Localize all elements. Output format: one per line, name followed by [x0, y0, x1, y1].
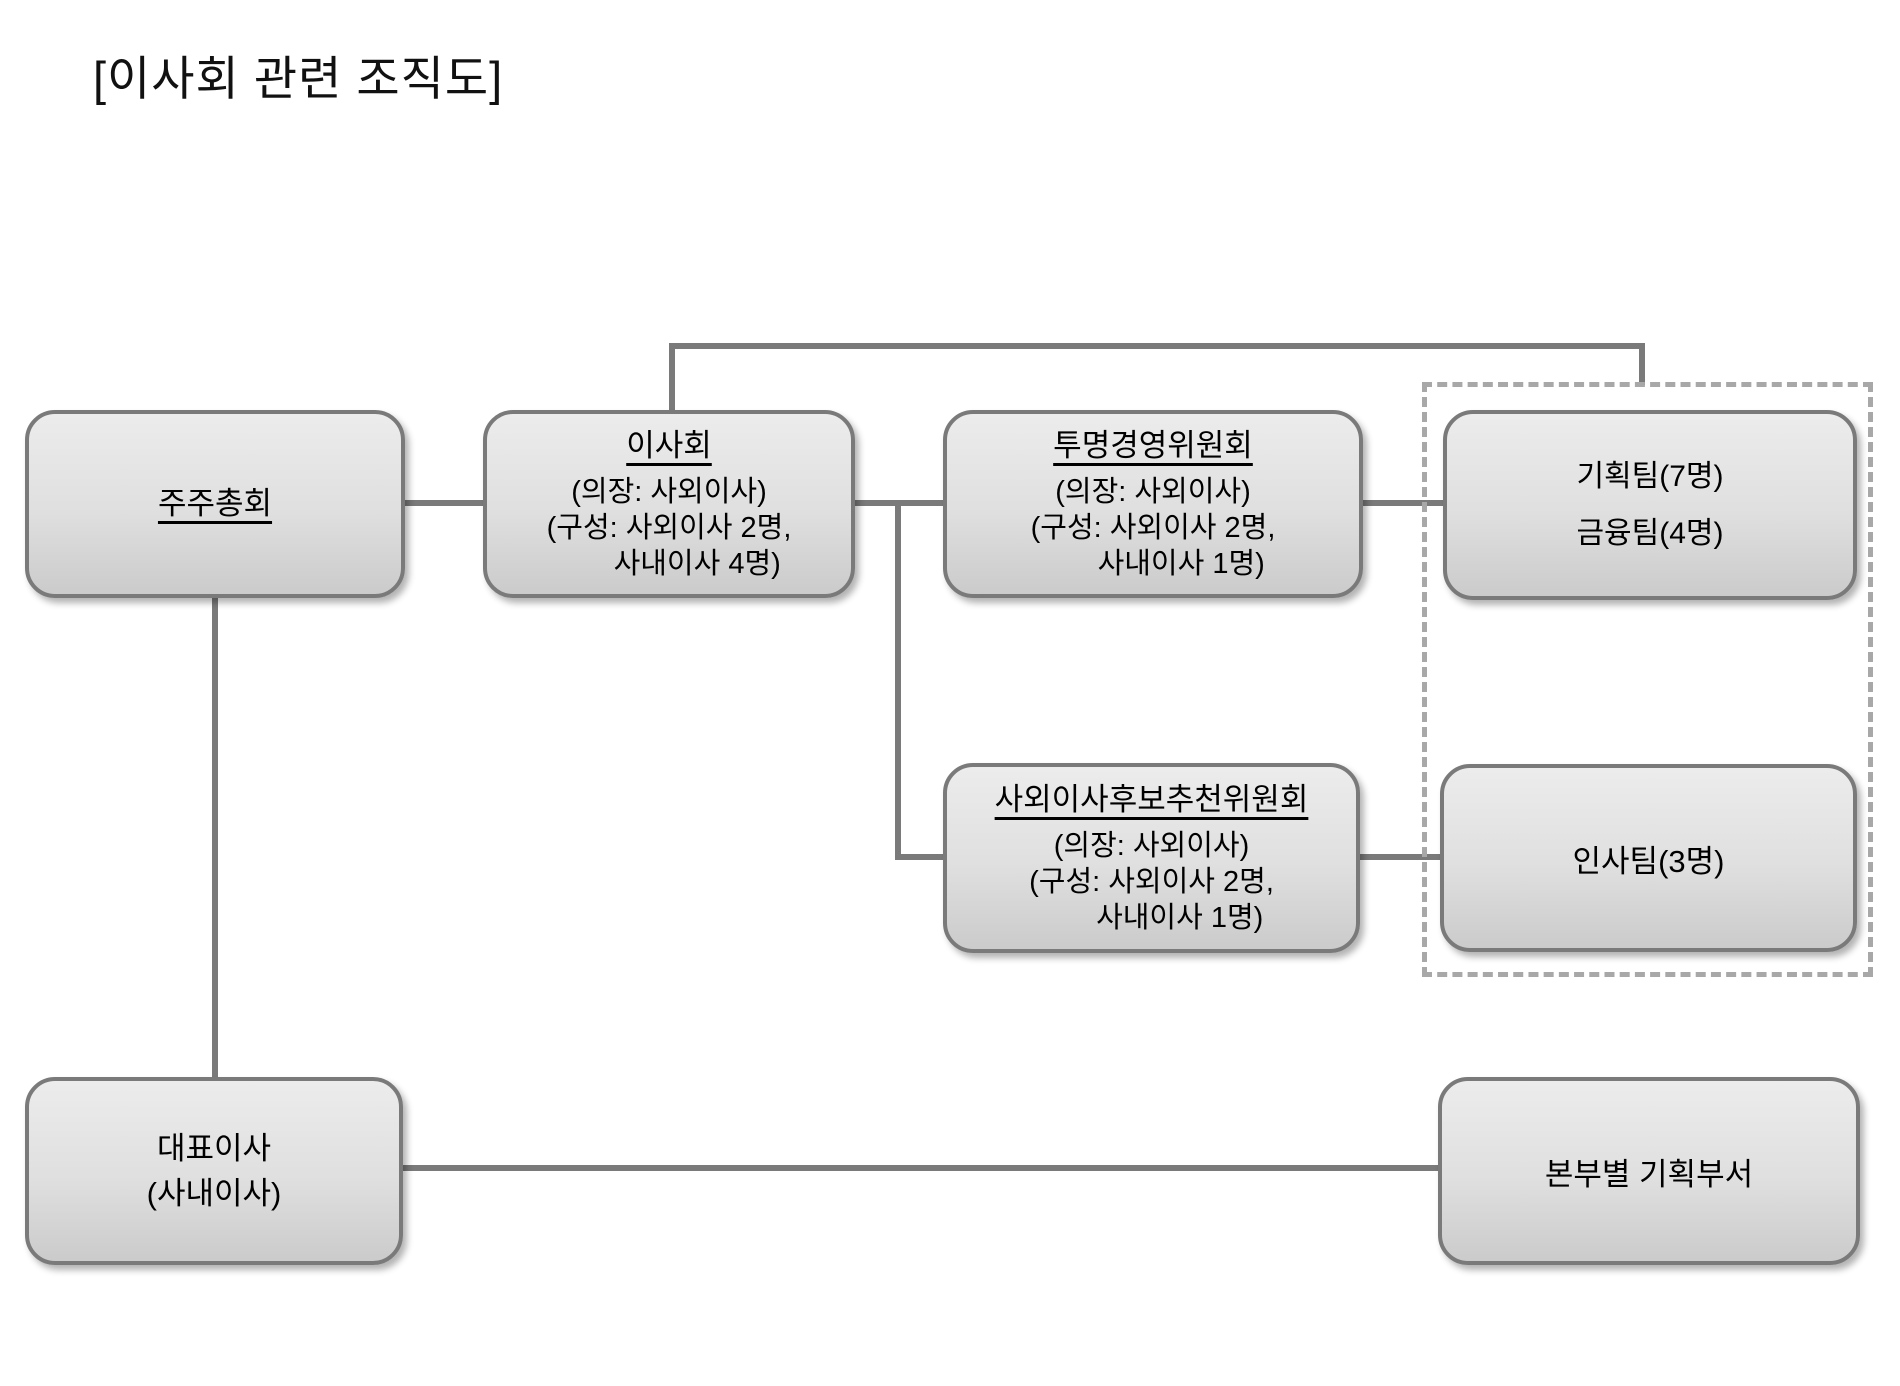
node-ceo-sub-label: (사내이사) [146, 1176, 282, 1211]
node-hr-label: 인사팀(3명) [1572, 843, 1725, 879]
node-board-of-directors: 이사회 (의장: 사외이사) (구성: 사외이사 2명, 사내이사 4명) [483, 410, 855, 598]
connector-shareholders-ceo [212, 597, 218, 1078]
node-hr-team: 인사팀(3명) [1440, 764, 1857, 952]
connector-board-nomination-horizontal [895, 854, 943, 860]
connector-board-nomination-vertical [895, 500, 901, 860]
connector-ceo-hq-planning [403, 1165, 1438, 1171]
dashed-team-group-border [1422, 382, 1873, 977]
node-board-composition-line-1: (구성: 사외이사 2명, [546, 512, 792, 544]
connector-shareholders-board [405, 500, 483, 506]
node-board-chair-line: (의장: 사외이사) [571, 476, 767, 508]
node-transparency-composition-line-1: (구성: 사외이사 2명, [1030, 512, 1276, 544]
connector-nomination-hr [1360, 854, 1440, 860]
node-planning-team-label: 기획팀(7명) [1576, 460, 1724, 493]
node-nomination-composition-line-2: 사내이사 1명) [1039, 902, 1264, 934]
node-shareholders-meeting: 주주총회 [25, 410, 405, 598]
node-nomination-composition-line-1: (구성: 사외이사 2명, [1029, 866, 1274, 898]
connector-top-to-dashed-group [1639, 343, 1645, 385]
node-planning-finance-teams: 기획팀(7명) 금융팀(4명) [1443, 410, 1857, 600]
node-transparency-chair-line: (의장: 사외이사) [1055, 476, 1251, 508]
node-board-label: 이사회 [626, 428, 712, 463]
node-hq-label: 본부별 기획부서 [1544, 1156, 1754, 1192]
node-hq-planning-departments: 본부별 기획부서 [1438, 1077, 1860, 1265]
node-transparency-composition-line-2: 사내이사 1명) [1041, 548, 1265, 580]
node-shareholders-label: 주주총회 [157, 486, 273, 521]
connector-top-horizontal [669, 343, 1645, 349]
node-nomination-label: 사외이사후보추천위원회 [994, 782, 1309, 817]
node-finance-team-label: 금융팀(4명) [1576, 517, 1724, 550]
node-nomination-chair-line: (의장: 사외이사) [1053, 830, 1250, 862]
node-outside-director-nomination-committee: 사외이사후보추천위원회 (의장: 사외이사) (구성: 사외이사 2명, 사내이… [943, 763, 1360, 953]
connector-transparency-teams [1363, 500, 1443, 506]
node-ceo-label: 대표이사 [156, 1131, 272, 1166]
node-transparent-management-committee: 투명경영위원회 (의장: 사외이사) (구성: 사외이사 2명, 사내이사 1명… [943, 410, 1363, 598]
node-ceo: 대표이사 (사내이사) [25, 1077, 403, 1265]
page-title: [이사회 관련 조직도] [93, 52, 504, 105]
connector-board-top-vertical [669, 343, 675, 410]
node-transparency-label: 투명경영위원회 [1053, 428, 1253, 463]
node-board-composition-line-2: 사내이사 4명) [557, 548, 781, 580]
